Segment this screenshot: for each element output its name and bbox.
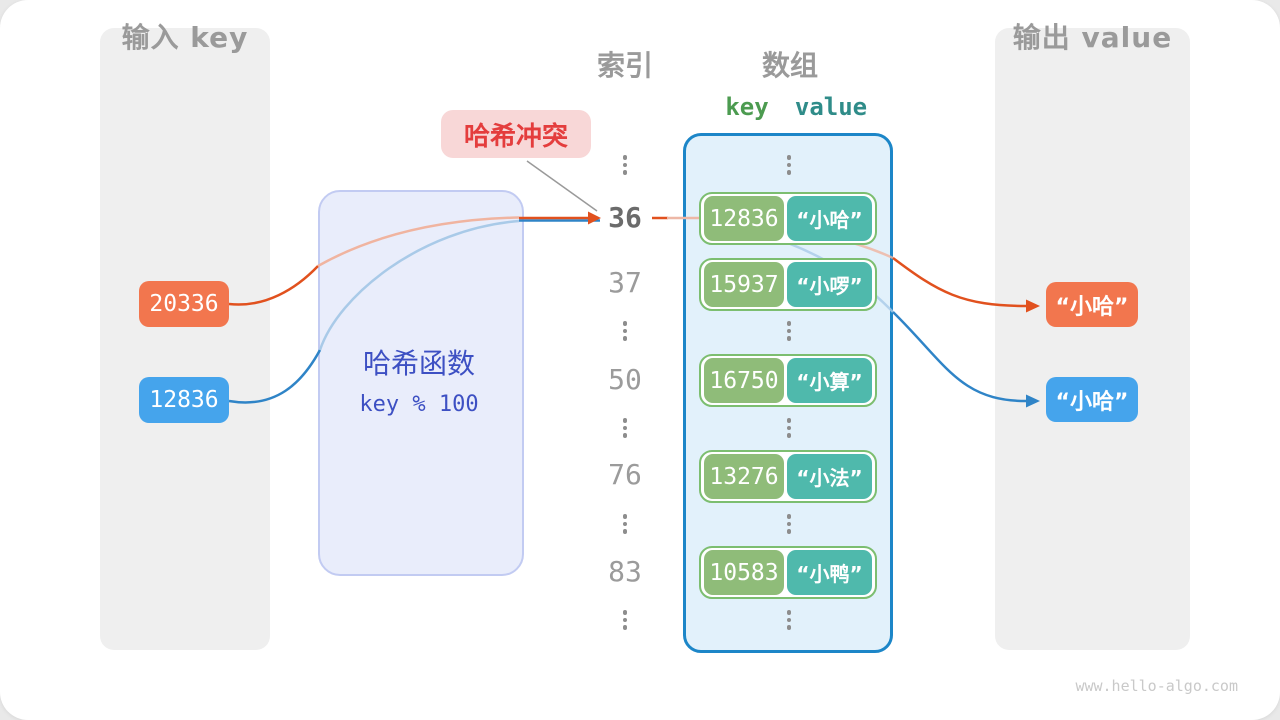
- index-cell-50: 50: [608, 363, 642, 396]
- index-column-title: 索引: [596, 49, 653, 82]
- value-cell: “小哈”: [787, 196, 872, 241]
- ellipsis-icon: [779, 418, 799, 438]
- input-key-12836: 12836: [139, 377, 229, 423]
- array-row: 16750 “小算”: [699, 354, 877, 407]
- array-row: 13276 “小法”: [699, 450, 877, 503]
- ellipsis-icon: [615, 155, 635, 175]
- array-column-title: 数组: [761, 49, 818, 82]
- ellipsis-icon: [615, 321, 635, 341]
- output-panel-title: 输出 value: [1012, 21, 1173, 54]
- input-panel-title: 输入 key: [121, 21, 249, 54]
- ellipsis-icon: [779, 155, 799, 175]
- hash-collision-callout: 哈希冲突: [441, 110, 591, 158]
- key-cell: 15937: [704, 262, 784, 307]
- ellipsis-icon: [615, 610, 635, 630]
- output-panel: [995, 28, 1190, 650]
- index-cell-83: 83: [608, 555, 642, 588]
- key-cell: 13276: [704, 454, 784, 499]
- ellipsis-icon: [779, 514, 799, 534]
- value-cell: “小啰”: [787, 262, 872, 307]
- index-cell-36: 36: [608, 201, 642, 234]
- value-cell: “小法”: [787, 454, 872, 499]
- key-column-header: key: [725, 93, 769, 121]
- hash-function-box: [318, 190, 524, 576]
- output-value-orange: “小哈”: [1046, 282, 1138, 327]
- hash-function-title: 哈希函数: [362, 347, 475, 380]
- ellipsis-icon: [779, 321, 799, 341]
- hash-function-formula: key % 100: [359, 392, 479, 417]
- value-cell: “小算”: [787, 358, 872, 403]
- index-cell-76: 76: [608, 458, 642, 491]
- value-column-header: value: [794, 93, 868, 121]
- value-cell: “小鸭”: [787, 550, 872, 595]
- watermark: www.hello-algo.com: [1075, 677, 1238, 695]
- output-value-blue: “小哈”: [1046, 377, 1138, 422]
- key-cell: 12836: [704, 196, 784, 241]
- index-cell-37: 37: [608, 266, 642, 299]
- ellipsis-icon: [615, 514, 635, 534]
- ellipsis-icon: [615, 418, 635, 438]
- key-cell: 10583: [704, 550, 784, 595]
- input-panel: [100, 28, 270, 650]
- array-row: 15937 “小啰”: [699, 258, 877, 311]
- ellipsis-icon: [779, 610, 799, 630]
- array-row: 10583 “小鸭”: [699, 546, 877, 599]
- array-row: 12836 “小哈”: [699, 192, 877, 245]
- key-cell: 16750: [704, 358, 784, 403]
- input-key-20336: 20336: [139, 281, 229, 327]
